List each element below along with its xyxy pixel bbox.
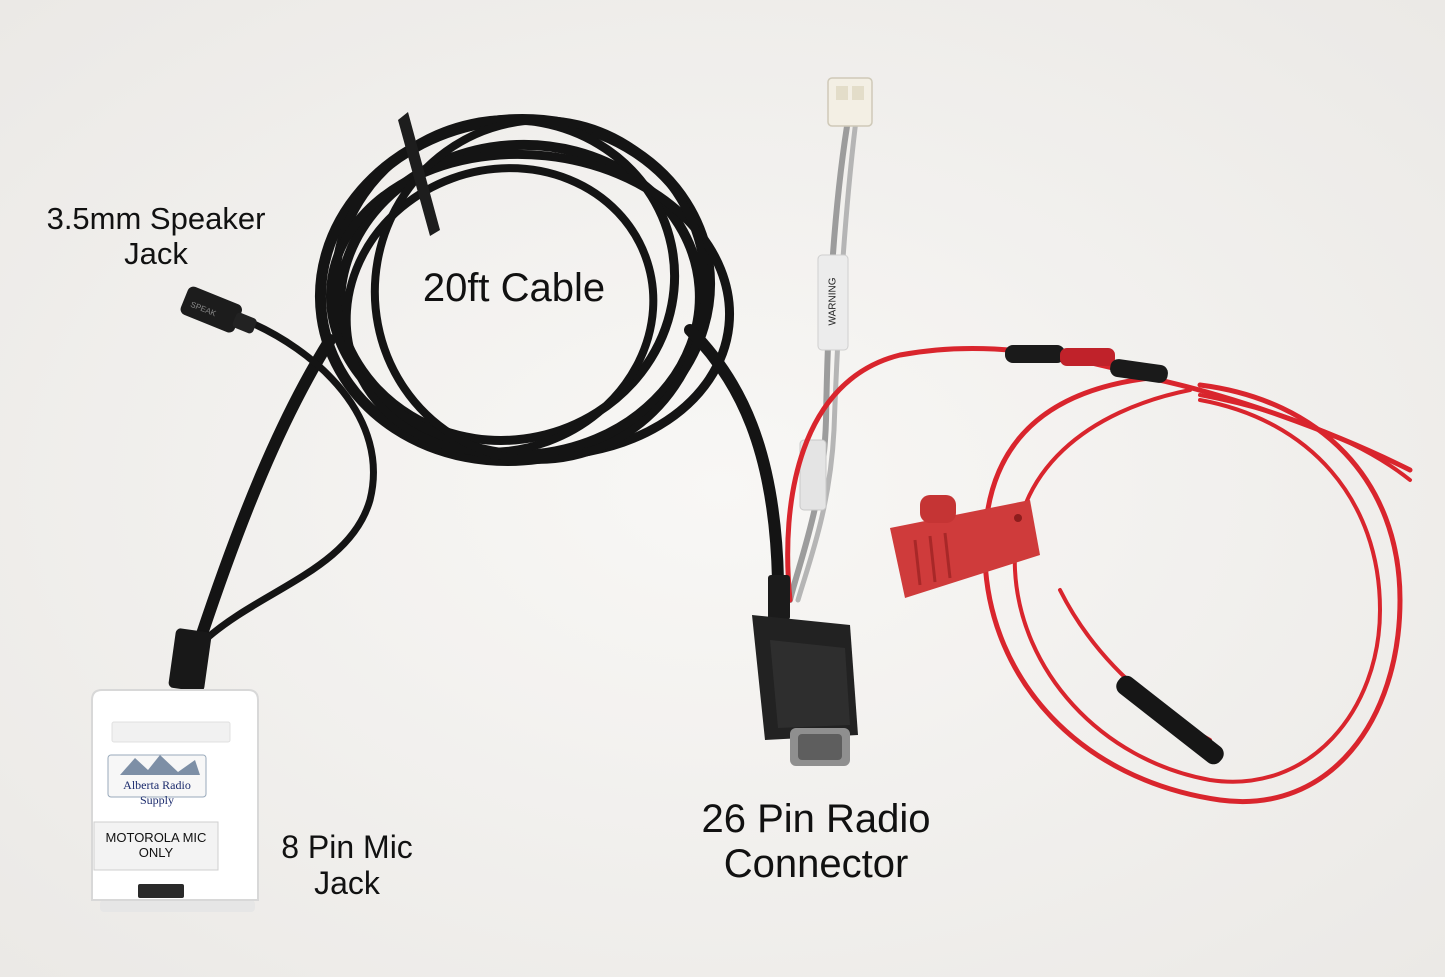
revision-tag-sleeve [799,439,827,511]
radio-connector-label: 26 Pin Radio Connector [676,797,956,887]
fuse-holder [890,495,1040,598]
mic-jack-label-line-1: 8 Pin Mic [281,829,413,865]
mic-jack-label-line-2: Jack [314,864,380,901]
warning-tag-sleeve [817,254,849,351]
speaker-jack-label-line-2: Jack [124,235,188,271]
speaker-lead [201,314,377,644]
radio-connector-label-line-1: 26 Pin Radio [701,797,931,841]
cable-tie [398,112,440,236]
mic-box-strain-relief [168,628,212,692]
speaker-jack-label: 3.5mm Speaker Jack [14,201,298,271]
warning-tag-text: WARNING [827,277,839,326]
cable-to-mic-box [194,334,336,646]
mic-jack-box [91,689,259,912]
cable-length-label: 20ft Cable [422,266,606,310]
inline-fuse [1005,345,1168,383]
mic-jack-label: 8 Pin Mic Jack [262,829,432,902]
cable-to-radio-connector [684,324,784,586]
radio-connector-label-line-2: Connector [723,841,909,886]
red-power-wires [785,345,1413,804]
mic-box-label-line-1: MOTOROLA MIC [105,830,207,845]
speaker-jack-plug: SPEAK [180,286,257,334]
lower-inline-fuse [1116,675,1224,765]
alberta-radio-supply-sticker: Alberta Radio Supply [123,778,191,807]
mic-box-label-line-2: ONLY [138,844,174,860]
motorola-mic-only-label: MOTOROLA MIC ONLY [94,830,218,861]
radio-connector-body [752,575,858,766]
speaker-jack-label-line-1: 3.5mm Speaker [46,201,266,236]
black-cable-coil [314,113,735,467]
gray-wire-pair [787,117,859,603]
molex-connector [827,77,873,127]
